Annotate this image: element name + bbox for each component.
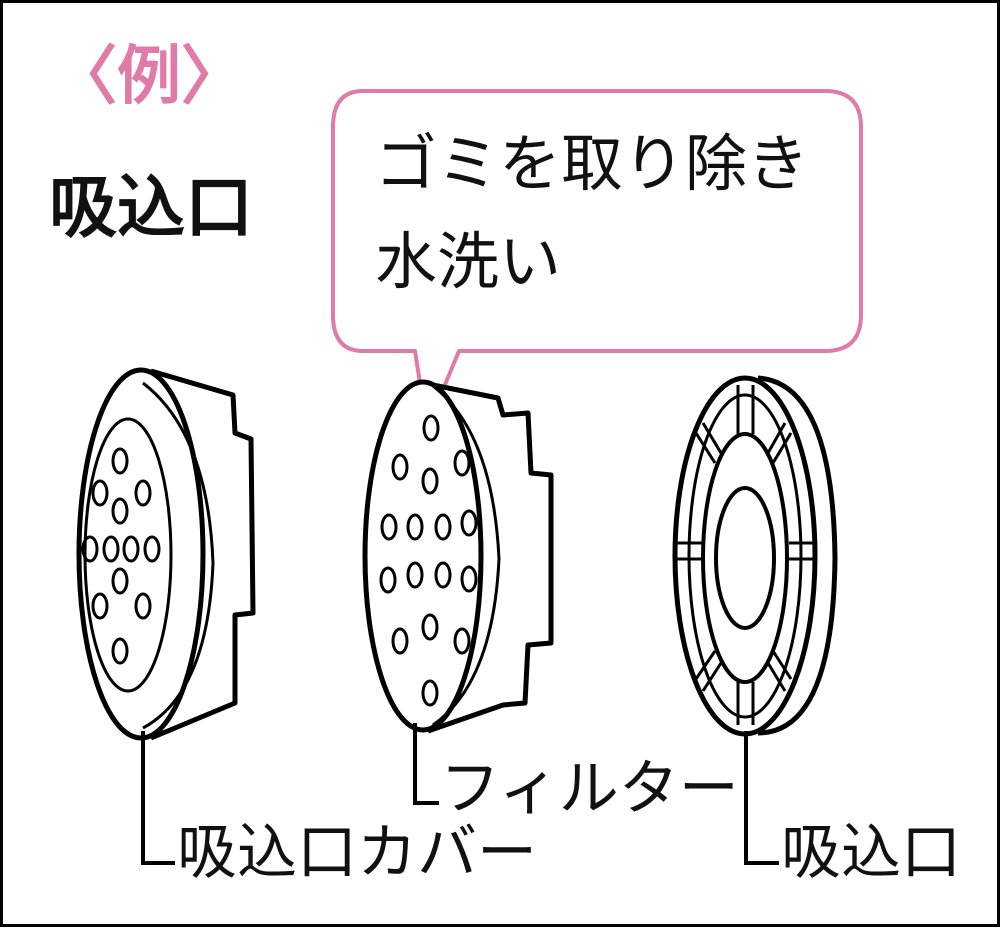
suction-cover-drawing: [76, 367, 256, 741]
parts-illustration: [76, 89, 863, 865]
callout-text-line2: 水洗い: [375, 225, 562, 298]
suction-inlet-drawing: [672, 375, 838, 737]
leader-line-cover: [141, 731, 175, 865]
filter-drawing: [362, 379, 554, 734]
callout-bubble: [331, 89, 863, 430]
part-label-filter: フィルター: [440, 754, 739, 824]
leader-line-inlet: [744, 731, 779, 865]
part-label-suction-inlet: 吸込口: [781, 818, 961, 888]
section-heading: 吸込口: [49, 169, 254, 248]
callout-text-line1: ゴミを取り除き: [375, 127, 810, 200]
example-tag: 〈例〉: [53, 40, 245, 114]
leader-line-filter: [413, 723, 439, 805]
part-label-suction-cover: 吸込口カバー: [177, 818, 537, 888]
